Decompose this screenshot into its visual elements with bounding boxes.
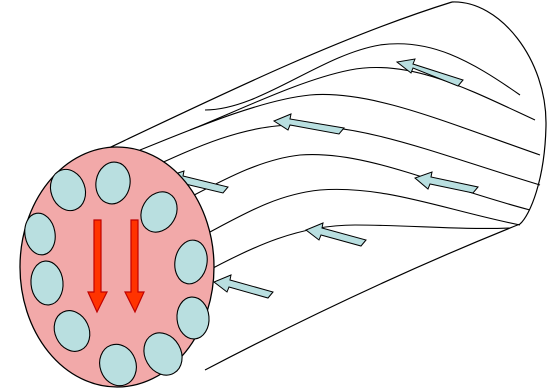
surface-arrow: [214, 275, 273, 298]
surface-arrow: [397, 59, 463, 86]
helical-band-line: [165, 155, 530, 210]
helical-band-line: [200, 225, 510, 275]
surface-arrow: [415, 172, 478, 193]
cylinder-bottom-edge: [205, 224, 520, 370]
surface-arrow: [274, 114, 344, 134]
surface-arrow: [306, 223, 366, 246]
